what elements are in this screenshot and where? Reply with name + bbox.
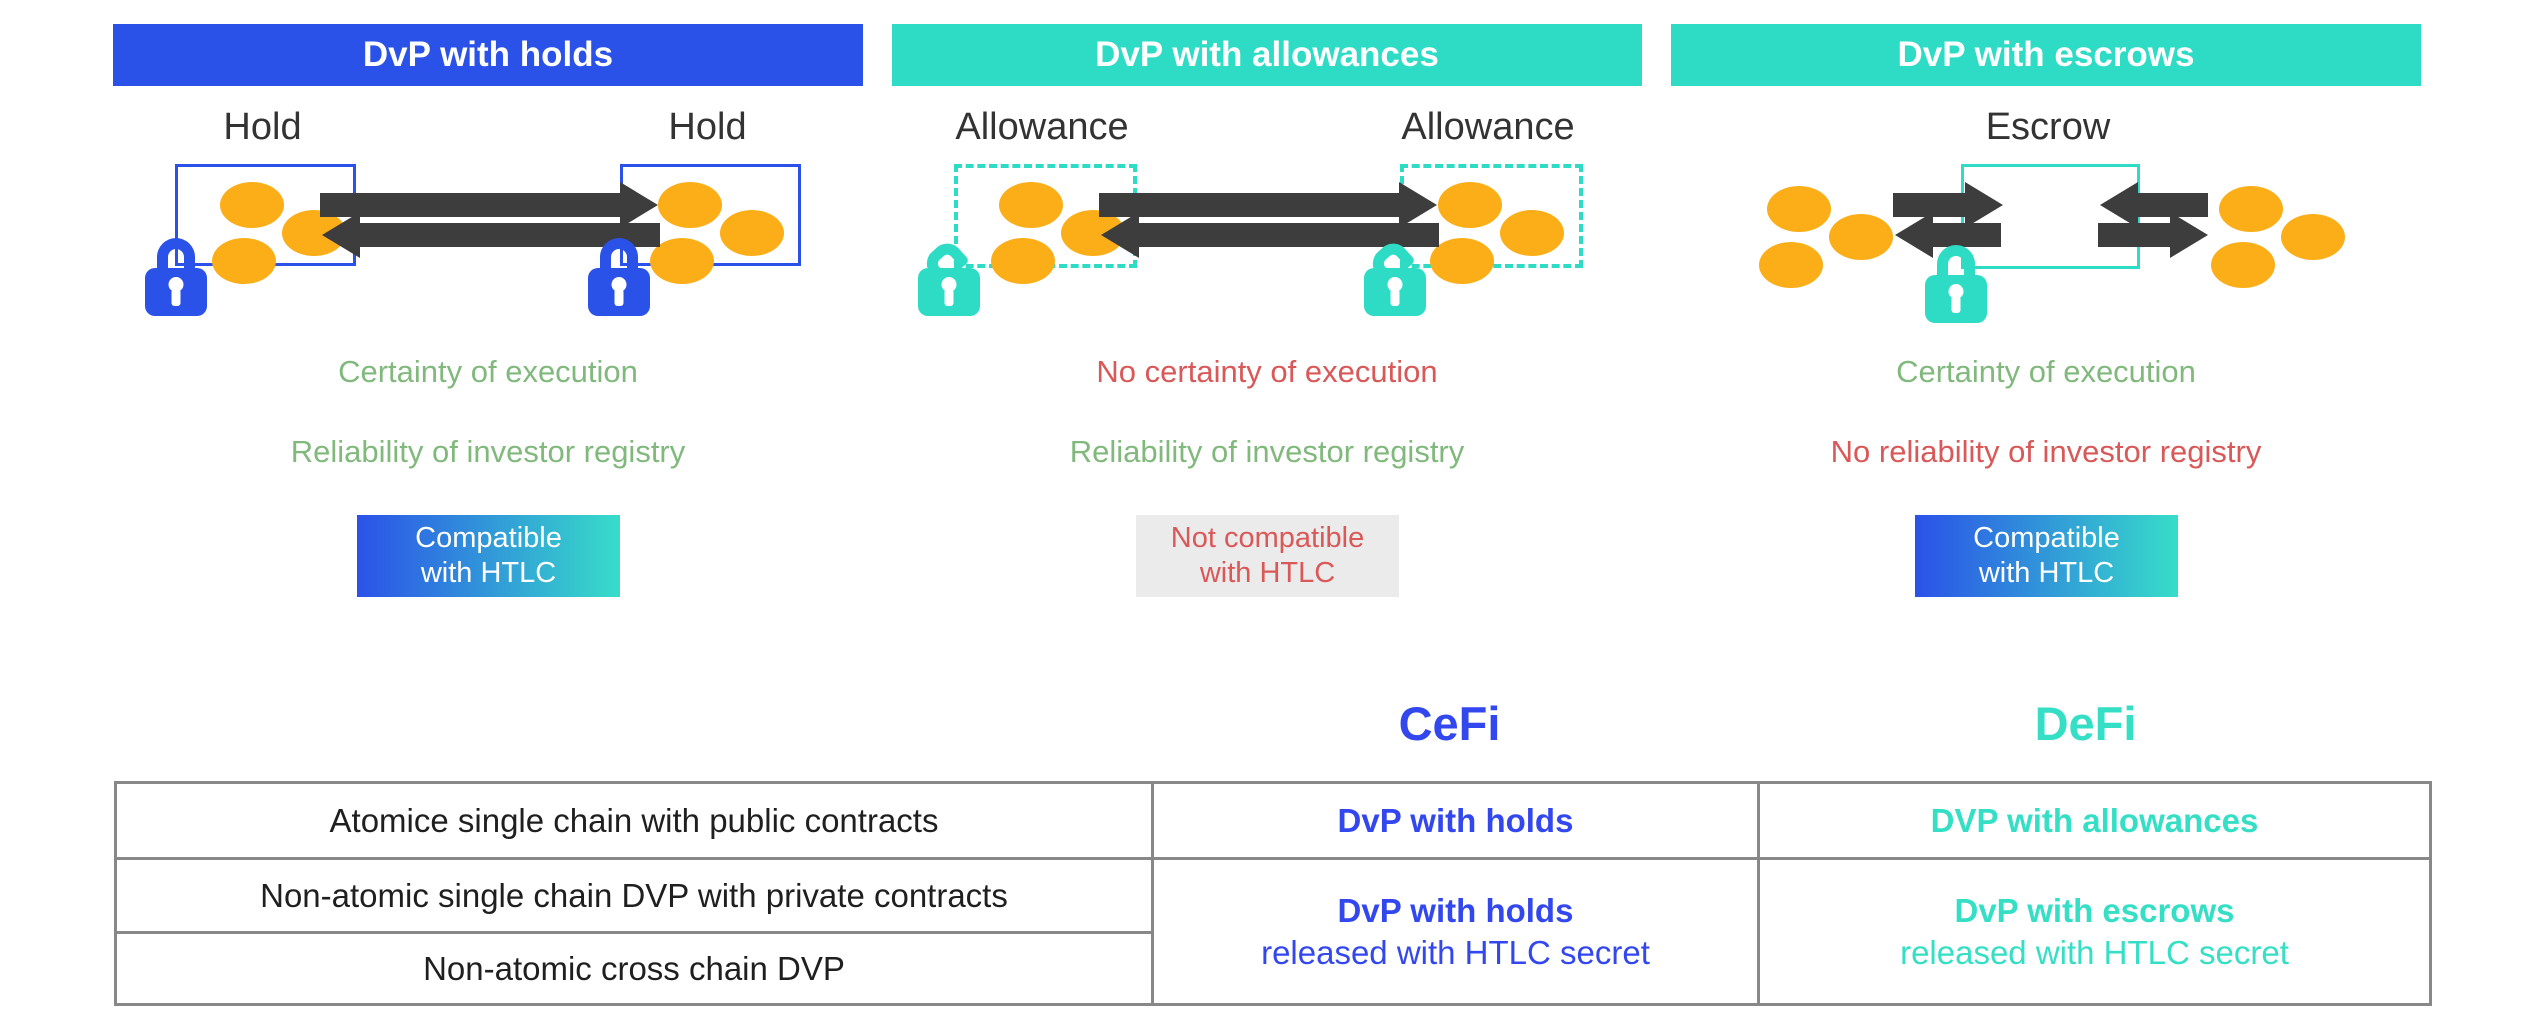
lock-body [918, 268, 980, 316]
defi-header: DeFi [2034, 697, 2137, 750]
allowance-label-right: Allowance [1401, 106, 1575, 148]
cefi-merged-line1: DvP with holds [1337, 891, 1574, 929]
arrow-right-icon [2098, 223, 2172, 247]
lock-shackle [600, 238, 638, 270]
registry-status: Reliability of investor registry [290, 434, 686, 469]
htlc-chip-line2: with HTLC [1199, 557, 1336, 589]
cefi-cell: DvP with holds [1151, 781, 1760, 860]
execution-status: No certainty of execution [1096, 354, 1438, 389]
token [2211, 242, 2275, 288]
arrow-right-icon [1099, 193, 1401, 217]
htlc-compatibility-chip: Compatible with HTLC [1915, 515, 2178, 597]
registry-status: No reliability of investor registry [1830, 434, 2262, 469]
table-row: Non-atomic cross chain DVP [114, 931, 2431, 1006]
scenario-cell: Atomice single chain with public contrac… [114, 781, 1154, 860]
token [220, 182, 284, 228]
lock-shackle [1937, 245, 1975, 277]
token [720, 210, 784, 256]
token [1500, 210, 1564, 256]
unlock-icon [918, 236, 980, 316]
keyhole-stem [614, 289, 624, 306]
lock-icon [145, 238, 207, 316]
lock-body [588, 268, 650, 316]
defi-cell: DVP with allowances [1757, 781, 2432, 860]
panel-header-escrows: DvP with escrows [1671, 24, 2421, 86]
token [1438, 182, 1502, 228]
cefi-merged-line2: released with HTLC secret [1261, 933, 1650, 971]
allowance-label-left: Allowance [955, 106, 1129, 148]
defi-merged-line1: DvP with escrows [1954, 891, 2235, 929]
lock-body [145, 268, 207, 316]
htlc-compatibility-chip: Not compatible with HTLC [1136, 515, 1399, 597]
hold-label-right: Hold [668, 106, 747, 148]
keyhole-stem [1390, 289, 1400, 306]
cefi-merged-cell: DvP with holds released with HTLC secret [1151, 857, 1760, 1006]
htlc-chip-line2: with HTLC [420, 557, 557, 589]
comparison-table: Atomice single chain with public contrac… [114, 781, 2432, 1006]
htlc-compatibility-chip: Compatible with HTLC [357, 515, 620, 597]
keyhole-stem [171, 289, 181, 306]
arrow-left-icon [1931, 223, 2001, 247]
token [212, 238, 276, 284]
table-row: Non-atomic single chain DVP with private… [114, 857, 2432, 1006]
lock-body [1364, 268, 1426, 316]
defi-merged-line2: released with HTLC secret [1900, 933, 2289, 971]
execution-status: Certainty of execution [1896, 354, 2196, 389]
lock-body [1925, 275, 1987, 323]
token [658, 182, 722, 228]
unlock-icon [1364, 236, 1426, 316]
keyhole [1948, 284, 1964, 299]
scenario-cell: Non-atomic single chain DVP with private… [114, 857, 1154, 934]
htlc-chip-line1: Compatible [415, 522, 562, 554]
token [1759, 242, 1823, 288]
token [1430, 238, 1494, 284]
token [991, 238, 1055, 284]
arrow-right-icon [320, 193, 622, 217]
token [999, 182, 1063, 228]
cefi-header: CeFi [1398, 697, 1501, 750]
keyhole-stem [1951, 296, 1961, 313]
keyhole [611, 277, 627, 292]
lock-icon [588, 238, 650, 316]
token [2219, 186, 2283, 232]
htlc-chip-line2: with HTLC [1978, 557, 2115, 589]
hold-label-left: Hold [223, 106, 302, 148]
token [1829, 214, 1893, 260]
execution-status: Certainty of execution [338, 354, 638, 389]
token [650, 238, 714, 284]
table-row: Atomice single chain with public contrac… [114, 781, 2432, 860]
htlc-chip-line1: Not compatible [1170, 522, 1365, 554]
keyhole [1387, 277, 1403, 292]
token [1767, 186, 1831, 232]
lock-shackle [157, 238, 195, 270]
arrow-left-icon [1137, 223, 1439, 247]
panel-header-allowances: DvP with allowances [892, 24, 1642, 86]
registry-status: Reliability of investor registry [1069, 434, 1465, 469]
defi-merged-cell: DvP with escrows released with HTLC secr… [1757, 857, 2432, 1006]
lock-icon [1925, 245, 1987, 323]
htlc-chip-line1: Compatible [1973, 522, 2120, 554]
keyhole [168, 277, 184, 292]
token [2281, 214, 2345, 260]
panel-header-holds: DvP with holds [113, 24, 863, 86]
keyhole [941, 277, 957, 292]
keyhole-stem [944, 289, 954, 306]
escrow-label: Escrow [1985, 106, 2111, 148]
scenario-cell: Non-atomic cross chain DVP [114, 931, 1154, 1006]
